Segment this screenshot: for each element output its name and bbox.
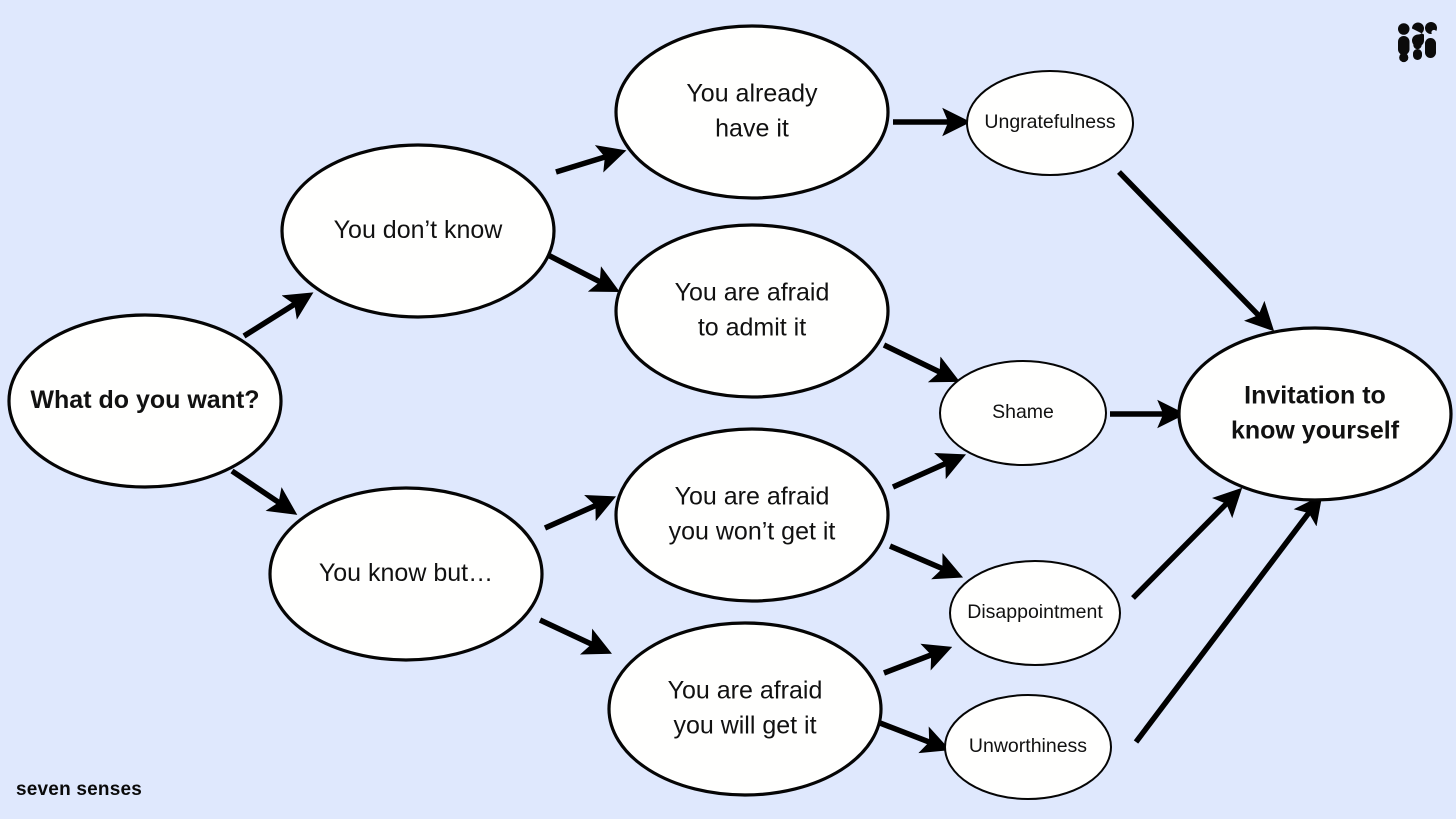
node-label-unworthiness: Unworthiness [969,735,1087,757]
node-shame[interactable]: Shame [939,360,1107,466]
node-label-disappointment: Disappointment [967,601,1103,623]
edge-root-to-know-but [230,468,298,515]
node-disappointment[interactable]: Disappointment [949,560,1121,666]
node-shape-afraid-admit [614,223,890,399]
node-label-shame: Shame [992,401,1054,423]
edges-layer [230,107,1323,754]
node-shape-know-but [268,486,544,662]
node-shape-disappointment [949,560,1121,666]
node-unworthiness[interactable]: Unworthiness [944,694,1112,800]
edge-dont-know-to-afraid-admit [546,252,620,293]
footer-brand-label: seven senses [16,779,142,800]
seven-senses-logo-icon [1394,18,1440,64]
edge-know-but-to-afraid-wont-get [543,494,617,531]
edge-afraid-will-get-to-disappointment [883,643,953,676]
edge-ungratefulness-to-invitation [1117,170,1275,332]
node-shape-ungratefulness [966,70,1134,176]
node-shape-shame [939,360,1107,466]
node-shape-dont-know [280,143,556,319]
node-shape-unworthiness [944,694,1112,800]
edge-afraid-wont-get-to-shame [891,453,967,490]
node-shape-already-have [614,24,890,200]
node-label-know-but: You know but… [319,559,493,587]
edge-know-but-to-afraid-will-get [538,617,612,655]
edge-unworthiness-to-invitation [1133,494,1323,744]
node-shape-invitation [1177,326,1453,502]
edge-afraid-wont-get-to-disappointment [888,543,964,580]
node-shape-afraid-wont-get [614,427,890,603]
node-know-but[interactable]: You know but… [268,486,544,662]
edge-dont-know-to-already-have [555,145,627,175]
edge-afraid-admit-to-shame [882,342,960,383]
edge-root-to-dont-know [242,292,314,339]
node-shape-root [7,313,283,489]
edge-disappointment-to-invitation [1131,487,1243,600]
edge-afraid-will-get-to-unworthiness [879,720,951,754]
node-root[interactable]: What do you want? [7,313,283,489]
node-ungratefulness[interactable]: Ungratefulness [966,70,1134,176]
node-label-root: What do you want? [30,386,259,414]
node-dont-know[interactable]: You don’t know [280,143,556,319]
node-label-dont-know: You don’t know [334,216,504,244]
node-shape-afraid-will-get [607,621,883,797]
node-label-ungratefulness: Ungratefulness [984,111,1115,133]
